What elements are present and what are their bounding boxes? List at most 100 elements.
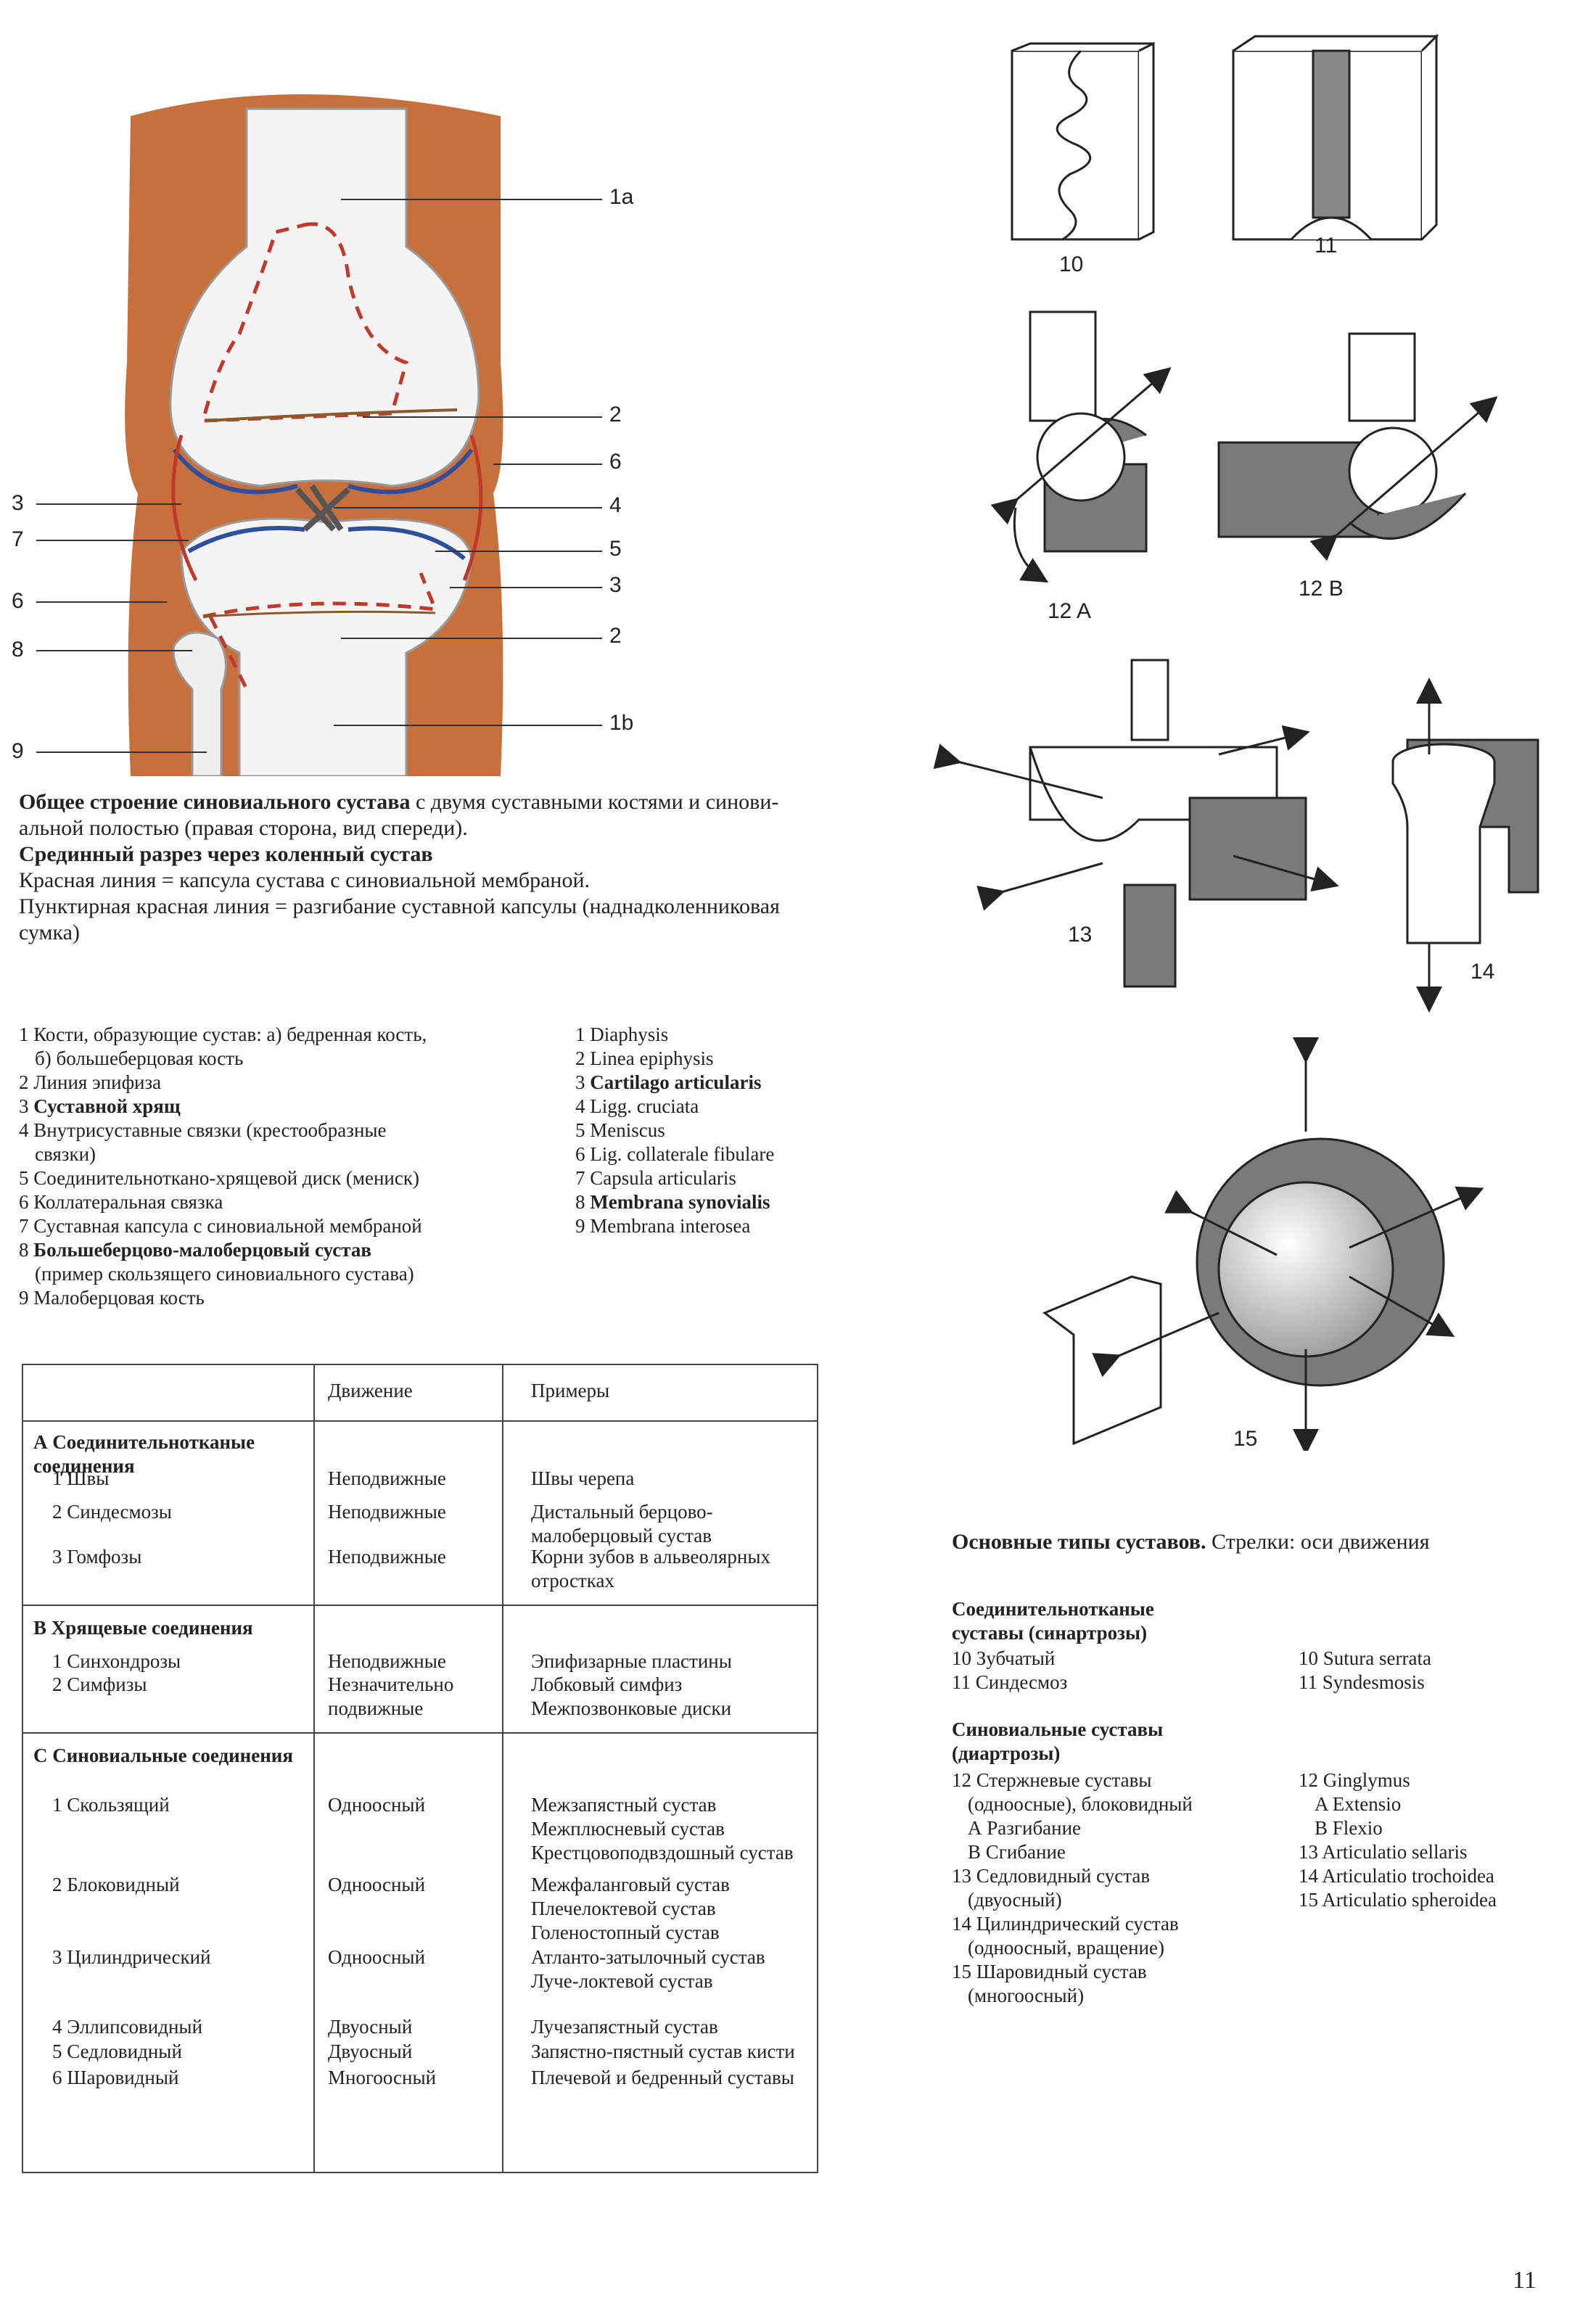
right-legend-h1-text: Соединительнотканые суставы (синартрозы): [952, 1598, 1154, 1644]
table-cell-ex: Швы черепа: [531, 1467, 635, 1489]
legend-ru-item: 8 Большеберцово-малоберцовый сустав: [19, 1238, 570, 1262]
joint-types-caption: Основные типы суставов. Стрелки: оси дви…: [952, 1529, 1590, 1555]
diarthrosis-lat-item: A Extensio: [1315, 1793, 1402, 1815]
legend-lat-item: 2 Linea epiphysis: [575, 1047, 714, 1069]
table-cell-move: Многоосный: [328, 2067, 437, 2088]
callout-2-upper: 2: [609, 403, 622, 427]
diagram-label-15: 15: [1233, 1427, 1258, 1451]
diarthrosis-lat-item: 13 Articulatio sellaris: [1299, 1841, 1468, 1863]
femur-bone: [169, 107, 480, 487]
diagram-label-14: 14: [1470, 960, 1495, 984]
table-section-divider-b: [23, 1605, 817, 1606]
item-number: 8: [575, 1191, 591, 1213]
synarthrosis-lat-item: 10 Sutura serrata: [1299, 1647, 1431, 1669]
table-section-title: В Хрящевые соединения: [33, 1617, 253, 1639]
epiphysis-line-tibia: [202, 610, 436, 618]
hinge-flexion-diagram: [1217, 332, 1498, 561]
table-col-divider-1: [313, 1365, 315, 2172]
page-number: 11: [1513, 2267, 1537, 2294]
table-cell-move: Неподвижные: [328, 1650, 446, 1672]
diagram-label-11: 11: [1315, 234, 1338, 258]
callout-1b: 1b: [609, 711, 634, 735]
table-cell-move: Двуосный: [328, 2040, 413, 2062]
table-cell-ex: Эпифизарные пластины: [531, 1650, 732, 1672]
bursa-dashed: [200, 222, 409, 423]
table-cell-name: 5 Седловидный: [52, 2040, 182, 2062]
saddle-joint-diagram: [933, 659, 1339, 988]
callout-9: 9: [12, 739, 24, 763]
legend-lat-item: 9 Membrana interosea: [575, 1215, 751, 1237]
table-section-divider-c: [23, 1732, 817, 1734]
legend-ru-item: 6 Коллатеральная связка: [19, 1191, 223, 1213]
diarthrosis-ru-item: А Разгибание: [968, 1817, 1082, 1839]
legend-ru-item: 5 Соединительнотканo-хрящевой диск (мени…: [19, 1167, 419, 1189]
table-cell-ex: Дистальный берцово-малоберцовый сустав: [531, 1501, 713, 1547]
table-cell-ex: Корни зубов в альвеолярных отростках: [531, 1546, 770, 1591]
ball-socket-diagram: [1042, 1037, 1484, 1451]
table-cell-ex: Лучезапястный сустав: [531, 2016, 718, 2038]
caption-line1: с двумя суставными костями и синови-: [410, 790, 779, 814]
callout-3-left: 3: [12, 491, 24, 515]
table-cell-name: 6 Шаровидный: [52, 2067, 179, 2088]
epiphysis-line-femur: [206, 408, 458, 422]
diagram-label-13: 13: [1068, 923, 1093, 947]
diarthrosis-ru-item: (многоосный): [968, 1985, 1085, 2006]
legend-lat-item: 5 Meniscus: [575, 1119, 665, 1141]
diarthrosis-ru-item: В Сгибание: [968, 1841, 1066, 1863]
item-bold-text: Membrana synovialis: [590, 1191, 770, 1213]
table-cell-move: Неподвижные: [328, 1546, 446, 1568]
legend-ru-item: 9 Малоберцовая кость: [19, 1287, 205, 1309]
callout-3-right: 3: [609, 573, 622, 597]
synarthrosis-ru-item: 11 Синдесмоз: [952, 1671, 1068, 1693]
cruciate-ligaments: [295, 484, 350, 532]
table-cell-name: 1 Скользящий: [52, 1794, 170, 1816]
diarthrosis-ru-item: 15 Шаровидный сустав: [952, 1961, 1147, 1982]
callout-6-right: 6: [609, 450, 622, 474]
right-legend-h1: Соединительнотканые суставы (синартрозы): [952, 1597, 1227, 1645]
diarthrosis-lat-item: B Flexio: [1315, 1817, 1383, 1839]
caption-line6: сумка): [19, 921, 80, 944]
legend-ru-item: 1 Кости, образующие сустав: а) бедренная…: [19, 1024, 427, 1045]
table-cell-move: Одноосный: [328, 1946, 426, 1968]
diarthrosis-lat-item: 14 Articulatio trochoidea: [1299, 1865, 1494, 1887]
caption-line2: альной полостью (правая сторона, вид спе…: [19, 816, 468, 840]
table-header-movement: Движение: [328, 1380, 413, 1401]
diarthrosis-ru-item: (одноосные), блоковидный: [968, 1793, 1193, 1815]
diarthrosis-lat-item: 15 Articulatio spheroidea: [1299, 1889, 1497, 1911]
callout-1a: 1a: [609, 185, 634, 209]
synarthrosis-lat-item: 11 Syndesmosis: [1299, 1671, 1425, 1693]
legend-ru-item: 4 Внутрисуставные связки (крестообразные: [19, 1119, 387, 1141]
callout-6-left: 6: [12, 589, 24, 613]
callout-5: 5: [609, 537, 622, 561]
legend-lat-item: 4 Ligg. cruciata: [575, 1095, 699, 1117]
callout-7: 7: [12, 527, 24, 551]
table-cell-move: Одноосный: [328, 1794, 426, 1816]
joint-types-caption-rest: Стрелки: оси движения: [1206, 1530, 1430, 1554]
caption-subtitle: Срединный разрез через коленный сустав: [19, 842, 433, 866]
diagram-label-12a: 12 A: [1048, 599, 1092, 623]
table-cell-ex: Плечевой и бедренный суставы: [531, 2067, 794, 2088]
callout-4: 4: [609, 493, 622, 517]
table-cell-name: 2 Синдесмозы: [52, 1501, 172, 1523]
fibula-bone: [172, 631, 227, 778]
callout-2-lower: 2: [609, 624, 622, 648]
legend-lat-item: 8 Membrana synovialis: [575, 1190, 924, 1214]
table-cell-ex: Межзапястный сустав Межплюсневый сустав …: [531, 1794, 794, 1863]
table-cell-name: 3 Цилиндрический: [52, 1946, 211, 1968]
callout-8: 8: [12, 638, 24, 662]
table-cell-name: 1 Швы: [52, 1467, 110, 1489]
right-legend-h2-ru: 12 Стержневые суставы(одноосные), блоков…: [952, 1768, 1193, 2008]
table-cell-move: Незначительно подвижные: [328, 1673, 454, 1719]
hinge-extension-diagram: [990, 310, 1172, 583]
table-cell-ex: Атланто-затылочный сустав Луче-локтевой …: [531, 1946, 765, 1992]
synarthrosis-ru-item: 10 Зубчатый: [952, 1647, 1056, 1669]
joint-types-diagram: [933, 33, 1539, 1451]
item-number: 3: [575, 1071, 591, 1093]
item-bold-text: Суставной хрящ: [33, 1095, 181, 1117]
legend-lat-item: 6 Lig. collaterale fibulare: [575, 1143, 775, 1165]
syndesmosis-diagram: [1232, 33, 1439, 241]
table-section-title: А Соединительнотканые соединения: [33, 1431, 255, 1477]
